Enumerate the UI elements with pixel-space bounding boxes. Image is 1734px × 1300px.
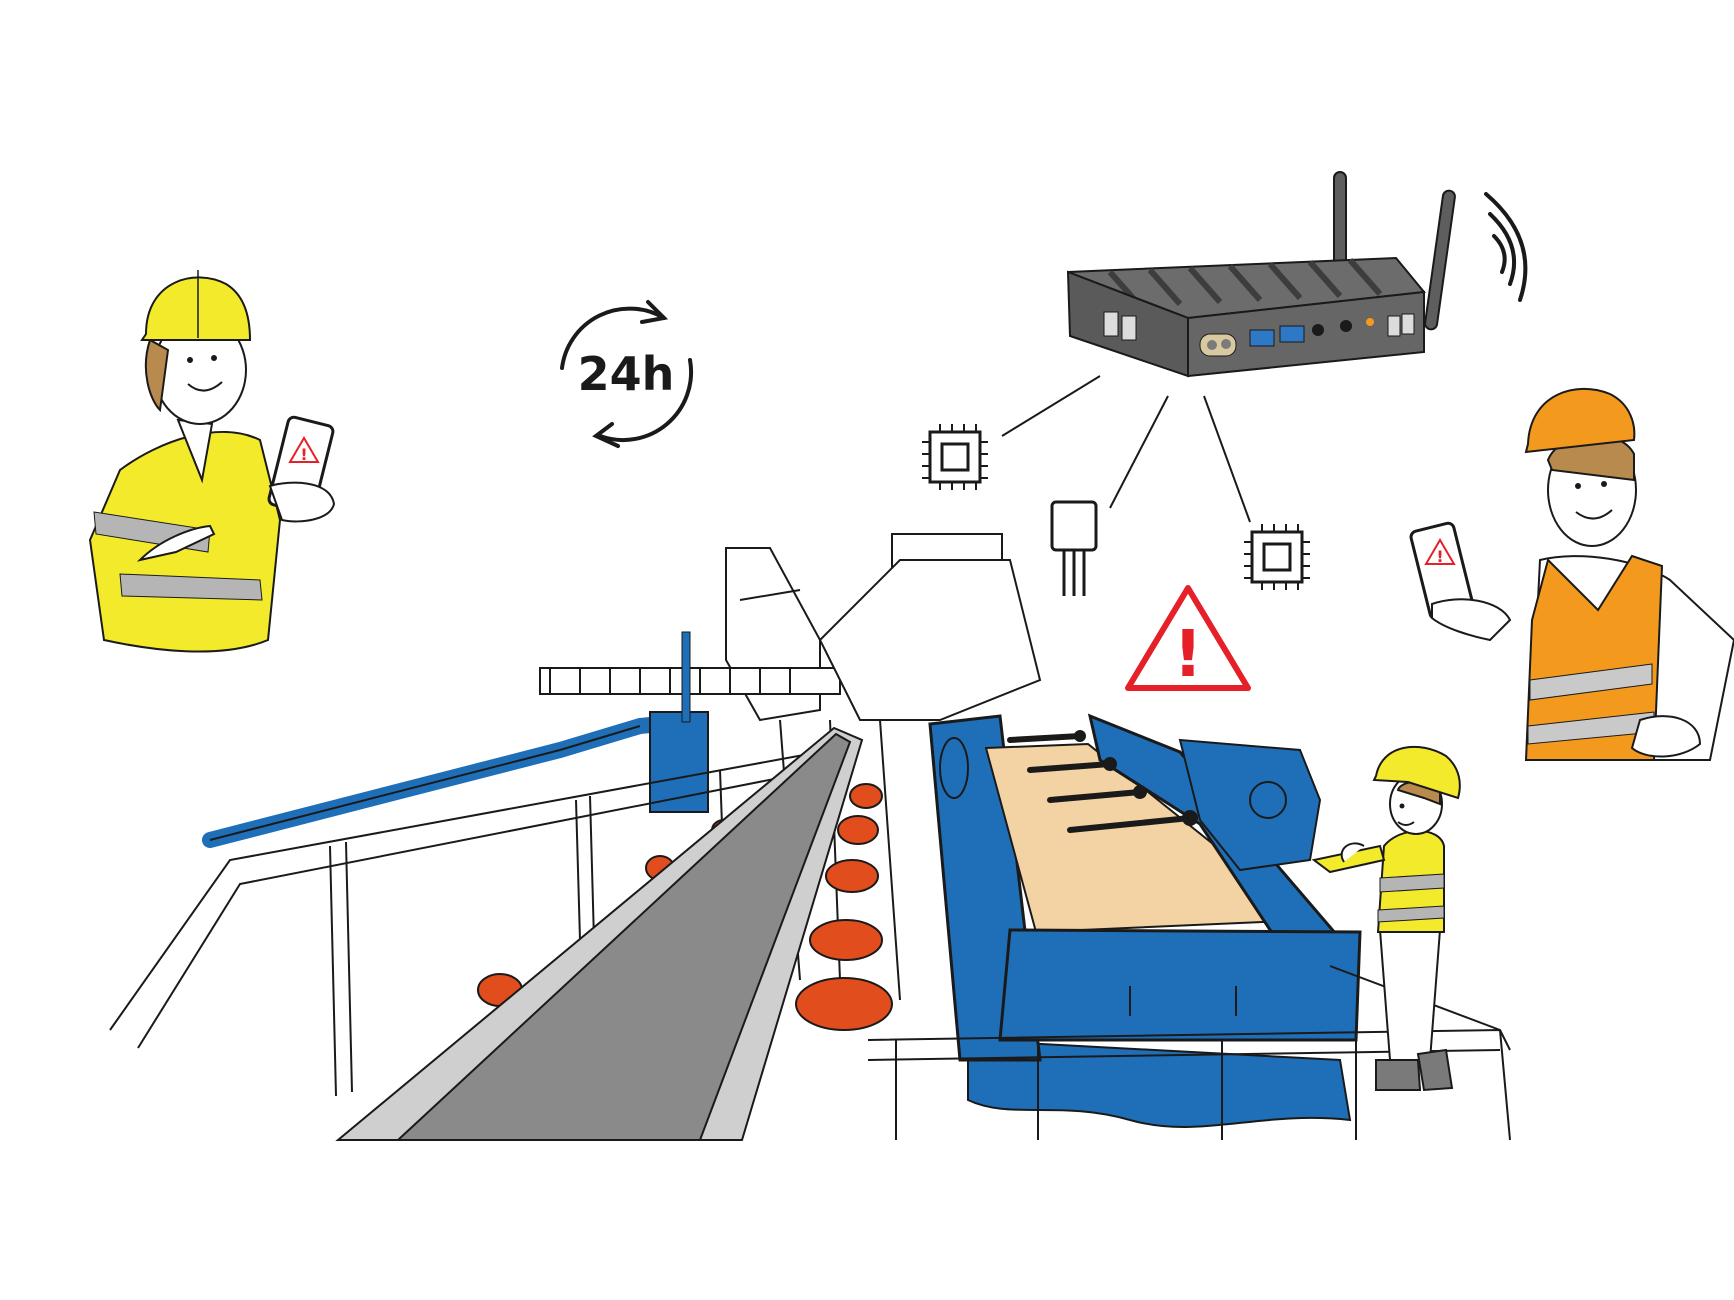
wifi-signal-icon [1484, 192, 1528, 302]
chip-sensor-icon [1244, 524, 1310, 590]
chip-sensor-icon [922, 424, 988, 490]
vibrating-screen-machine [928, 713, 1362, 1129]
edge-gateway-icon [1066, 171, 1456, 378]
smartphone-alert-icon: ! [1409, 521, 1475, 621]
refresh-cycle-icon [560, 300, 694, 448]
uptime-24h-badge: 24h [560, 300, 694, 448]
blue-pipe [202, 631, 709, 848]
worker-left-figure: ! [88, 270, 336, 653]
worker-right-figure: ! [1409, 387, 1734, 761]
warning-symbol: ! [1173, 618, 1202, 692]
transistor-sensor-icon [1050, 500, 1098, 596]
phone-alert-symbol: ! [300, 445, 307, 464]
badge-label: 24h [578, 347, 675, 401]
phone-alert-symbol: ! [1436, 547, 1443, 566]
warning-triangle-icon: ! [1125, 585, 1251, 692]
conveyor-belt [335, 726, 893, 1141]
worker-operator-figure [1311, 745, 1461, 1092]
sensor-connections [1001, 375, 1251, 523]
railing-left [109, 751, 821, 1097]
